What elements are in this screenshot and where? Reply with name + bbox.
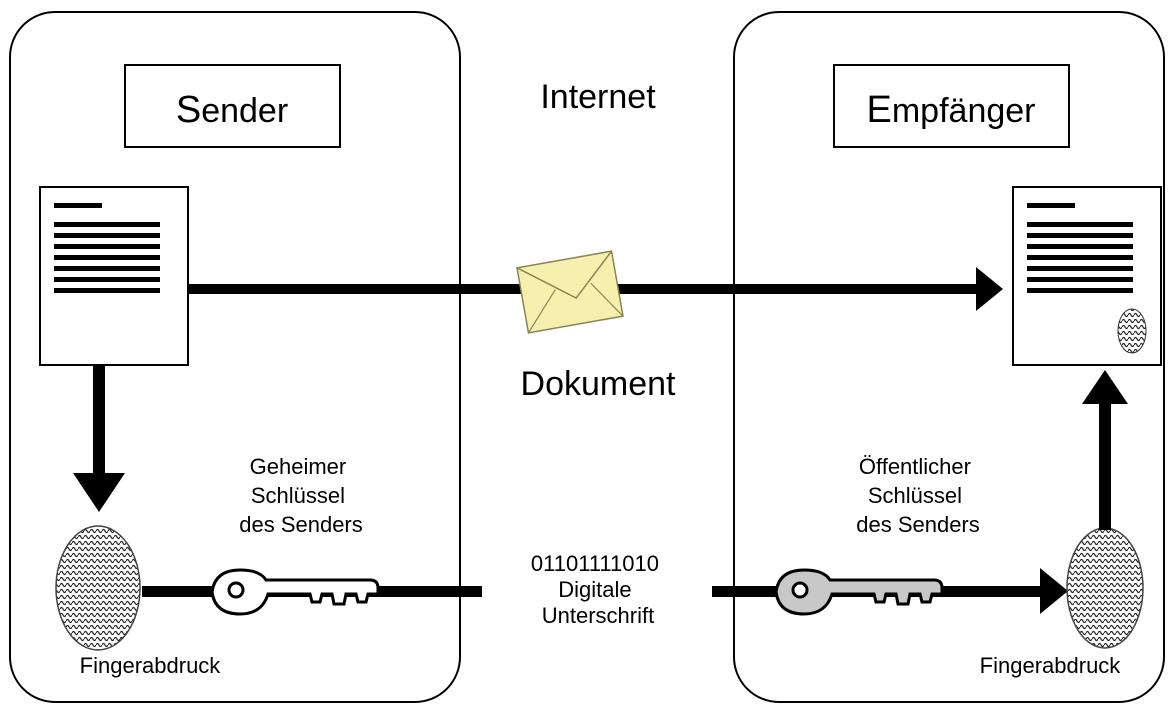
document-icon bbox=[39, 186, 189, 366]
internet-label: Internet bbox=[540, 78, 656, 116]
hash-arrow-line bbox=[93, 365, 105, 475]
sender-fingerprint-label: Fingerabdruck bbox=[80, 653, 222, 678]
key-icon bbox=[774, 568, 944, 616]
secret-key-label: Geheimer Schlüssel des Senders bbox=[239, 454, 363, 537]
envelope-icon bbox=[516, 250, 624, 334]
compare-arrow-head bbox=[1082, 370, 1128, 404]
sender-title-box bbox=[124, 64, 341, 148]
verification-arrowhead bbox=[1040, 568, 1068, 614]
document-transfer-arrowhead bbox=[976, 267, 1003, 311]
document-label: Dokument bbox=[521, 365, 677, 403]
sender-panel bbox=[9, 11, 461, 703]
fingerprint-icon bbox=[55, 525, 141, 651]
compare-arrow-line bbox=[1099, 402, 1111, 530]
sender-title: Sender bbox=[176, 89, 288, 131]
receiver-title: Empfänger bbox=[867, 89, 1036, 131]
document-icon bbox=[1012, 186, 1162, 366]
hash-arrow-head bbox=[73, 473, 125, 512]
fingerprint-icon bbox=[1066, 527, 1144, 649]
receiver-fingerprint-label: Fingerabdruck bbox=[980, 653, 1122, 678]
fingerprint-stamp-icon bbox=[1117, 308, 1147, 354]
digital-signature-label: 01101111010 Digitale Unterschrift bbox=[531, 551, 665, 628]
key-icon bbox=[210, 568, 380, 616]
receiver-title-box bbox=[833, 64, 1070, 148]
receiver-panel bbox=[733, 11, 1165, 703]
public-key-label: Öffentlicher Schlüssel des Senders bbox=[856, 454, 980, 537]
